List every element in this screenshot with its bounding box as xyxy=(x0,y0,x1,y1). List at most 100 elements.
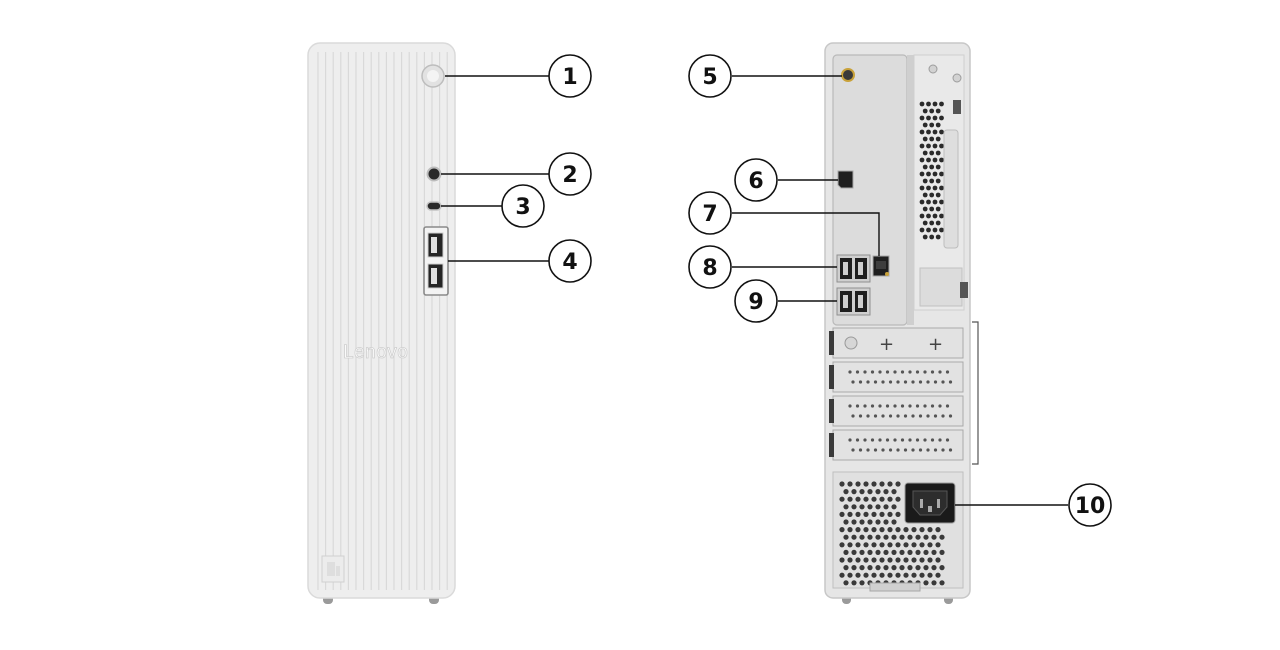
psu-vent-hole xyxy=(847,481,853,487)
slot-hole xyxy=(863,370,867,374)
vent-hole xyxy=(919,227,925,233)
slot-hole xyxy=(930,404,935,408)
psu-vent-hole xyxy=(847,511,853,517)
psu-vent-hole xyxy=(867,534,873,540)
vent-hole xyxy=(922,164,928,170)
slot-hole xyxy=(918,448,923,452)
psu-vent-hole xyxy=(867,549,873,556)
slot-hole xyxy=(903,414,908,418)
psu-vent-hole xyxy=(931,565,937,571)
callout-number: 6 xyxy=(748,169,763,194)
slot-hole xyxy=(911,380,915,384)
psu-vent-hole xyxy=(879,542,885,548)
psu-vent-hole xyxy=(887,542,893,548)
slot-hole xyxy=(893,404,897,408)
vent-hole xyxy=(919,157,925,163)
slot-hole xyxy=(878,404,882,408)
vent-hole xyxy=(935,108,941,114)
vent-hole xyxy=(922,220,928,226)
psu-vent-hole xyxy=(903,542,909,548)
vent-hole xyxy=(922,192,928,198)
slot-hole xyxy=(873,414,878,418)
psu-vent-hole xyxy=(843,504,849,510)
vent-hole xyxy=(919,115,925,121)
vent-hole xyxy=(932,171,938,177)
psu-vent-hole xyxy=(891,549,897,556)
psu-vent-hole xyxy=(847,572,853,578)
psu-vent-hole xyxy=(927,542,933,548)
psu-vent-hole xyxy=(843,580,849,586)
psu-vent-hole xyxy=(895,481,901,487)
vent-hole xyxy=(919,171,925,177)
psu-vent-hole xyxy=(859,534,865,540)
io-plate xyxy=(832,54,908,326)
psu-vent-hole xyxy=(899,565,905,571)
slot-hole xyxy=(918,380,923,384)
psu-vent-hole xyxy=(927,572,933,578)
slot-hole xyxy=(908,404,912,408)
psu-vent-hole xyxy=(843,534,849,540)
psu-vent-hole xyxy=(843,519,849,525)
slot-hole xyxy=(873,380,878,384)
psu-vent-hole xyxy=(871,527,877,533)
psu-vent-hole xyxy=(863,572,869,578)
psu-vent-hole xyxy=(939,565,945,571)
psu-vent-hole xyxy=(839,481,845,487)
vent-hole xyxy=(919,185,925,191)
psu-vent-hole xyxy=(895,557,901,563)
psu-vent-hole xyxy=(859,519,865,525)
slot-screw-icon xyxy=(844,336,858,350)
slot-hole xyxy=(866,448,870,452)
psu-vent-hole xyxy=(915,549,921,556)
vent-hole xyxy=(932,129,938,135)
slot-hole xyxy=(941,448,945,452)
slot-hole xyxy=(948,380,953,384)
psu-vent-hole xyxy=(859,565,865,571)
slot-hole xyxy=(948,448,953,452)
vent-hole xyxy=(939,185,944,191)
psu-vent-hole xyxy=(911,527,917,533)
slot-hole xyxy=(885,404,890,408)
vent-hole xyxy=(929,108,935,114)
psu-vent-hole xyxy=(883,549,889,556)
callout-number: 4 xyxy=(562,250,577,275)
psu-vent-hole xyxy=(851,489,857,495)
vent-hole xyxy=(926,101,931,107)
psu-vent-hole xyxy=(891,519,897,525)
vent-hole xyxy=(932,101,938,107)
expansion-slot-bracket xyxy=(972,321,979,465)
psu-vent-hole xyxy=(851,565,857,571)
rear-view: ++ xyxy=(824,42,979,604)
screw-icon xyxy=(952,73,962,83)
psu-vent-hole xyxy=(891,565,897,571)
vent-hole xyxy=(935,234,941,240)
psu-vent-hole xyxy=(891,504,897,510)
slot-hole xyxy=(926,380,930,384)
psu-vent-hole xyxy=(887,572,893,578)
psu-vent-hole xyxy=(839,542,845,548)
vent-hole xyxy=(939,171,944,177)
psu-vent-hole xyxy=(887,557,893,563)
psu-vent-hole xyxy=(875,504,881,510)
slot-hole xyxy=(933,380,938,384)
slot-hole xyxy=(893,370,897,374)
slot-hole xyxy=(873,448,878,452)
psu-vent-hole xyxy=(859,580,865,586)
slot-hole xyxy=(888,380,893,384)
psu-vent-hole xyxy=(931,549,937,556)
slot-hole xyxy=(926,414,930,418)
psu-vent-hole xyxy=(843,549,849,556)
vent-hole xyxy=(939,129,944,135)
vent-hole xyxy=(939,157,944,163)
psu-vent-hole xyxy=(859,549,865,556)
vent-hole xyxy=(926,213,931,219)
psu-vent-hole xyxy=(847,496,853,502)
psu-vent-hole xyxy=(875,565,881,571)
slot-hole xyxy=(900,404,905,408)
psu-vent-hole xyxy=(863,481,869,487)
psu-vent-hole xyxy=(895,511,901,517)
psu-vent-hole xyxy=(847,527,853,533)
vent-hole xyxy=(926,129,931,135)
psu-vent-hole xyxy=(839,511,845,517)
psu-vent-hole xyxy=(863,496,869,502)
